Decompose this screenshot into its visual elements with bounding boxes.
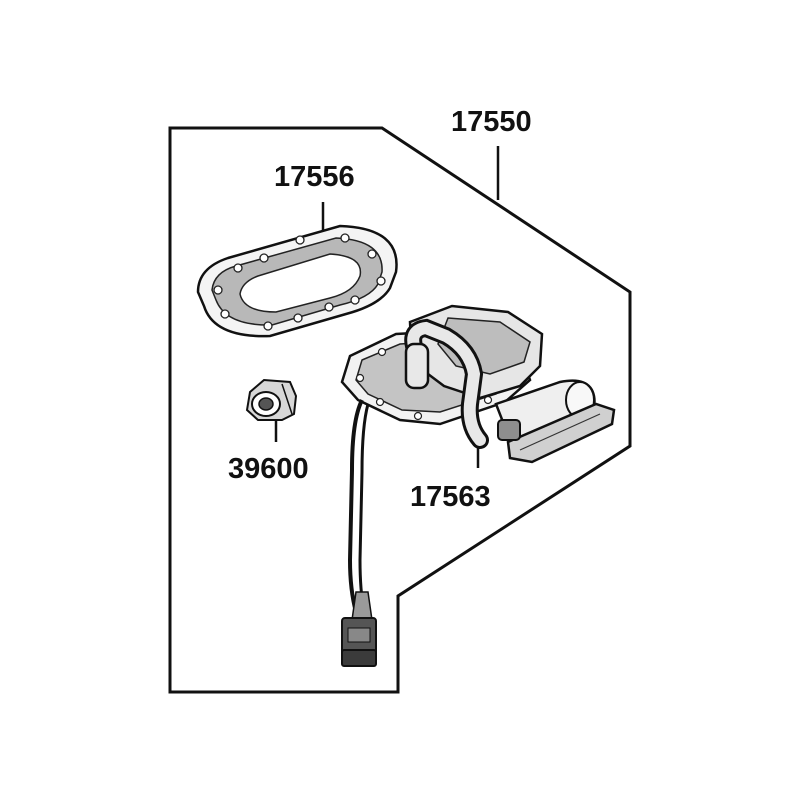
pump-assembly-part <box>340 304 616 667</box>
part-label-17563: 17563 <box>410 481 491 513</box>
gasket-part <box>196 224 398 338</box>
part-label-17556: 17556 <box>274 161 355 193</box>
part-label-17550: 17550 <box>451 106 532 138</box>
assembly-outline <box>168 126 632 694</box>
part-label-39600: 39600 <box>228 453 309 485</box>
sensor-part <box>245 378 298 421</box>
